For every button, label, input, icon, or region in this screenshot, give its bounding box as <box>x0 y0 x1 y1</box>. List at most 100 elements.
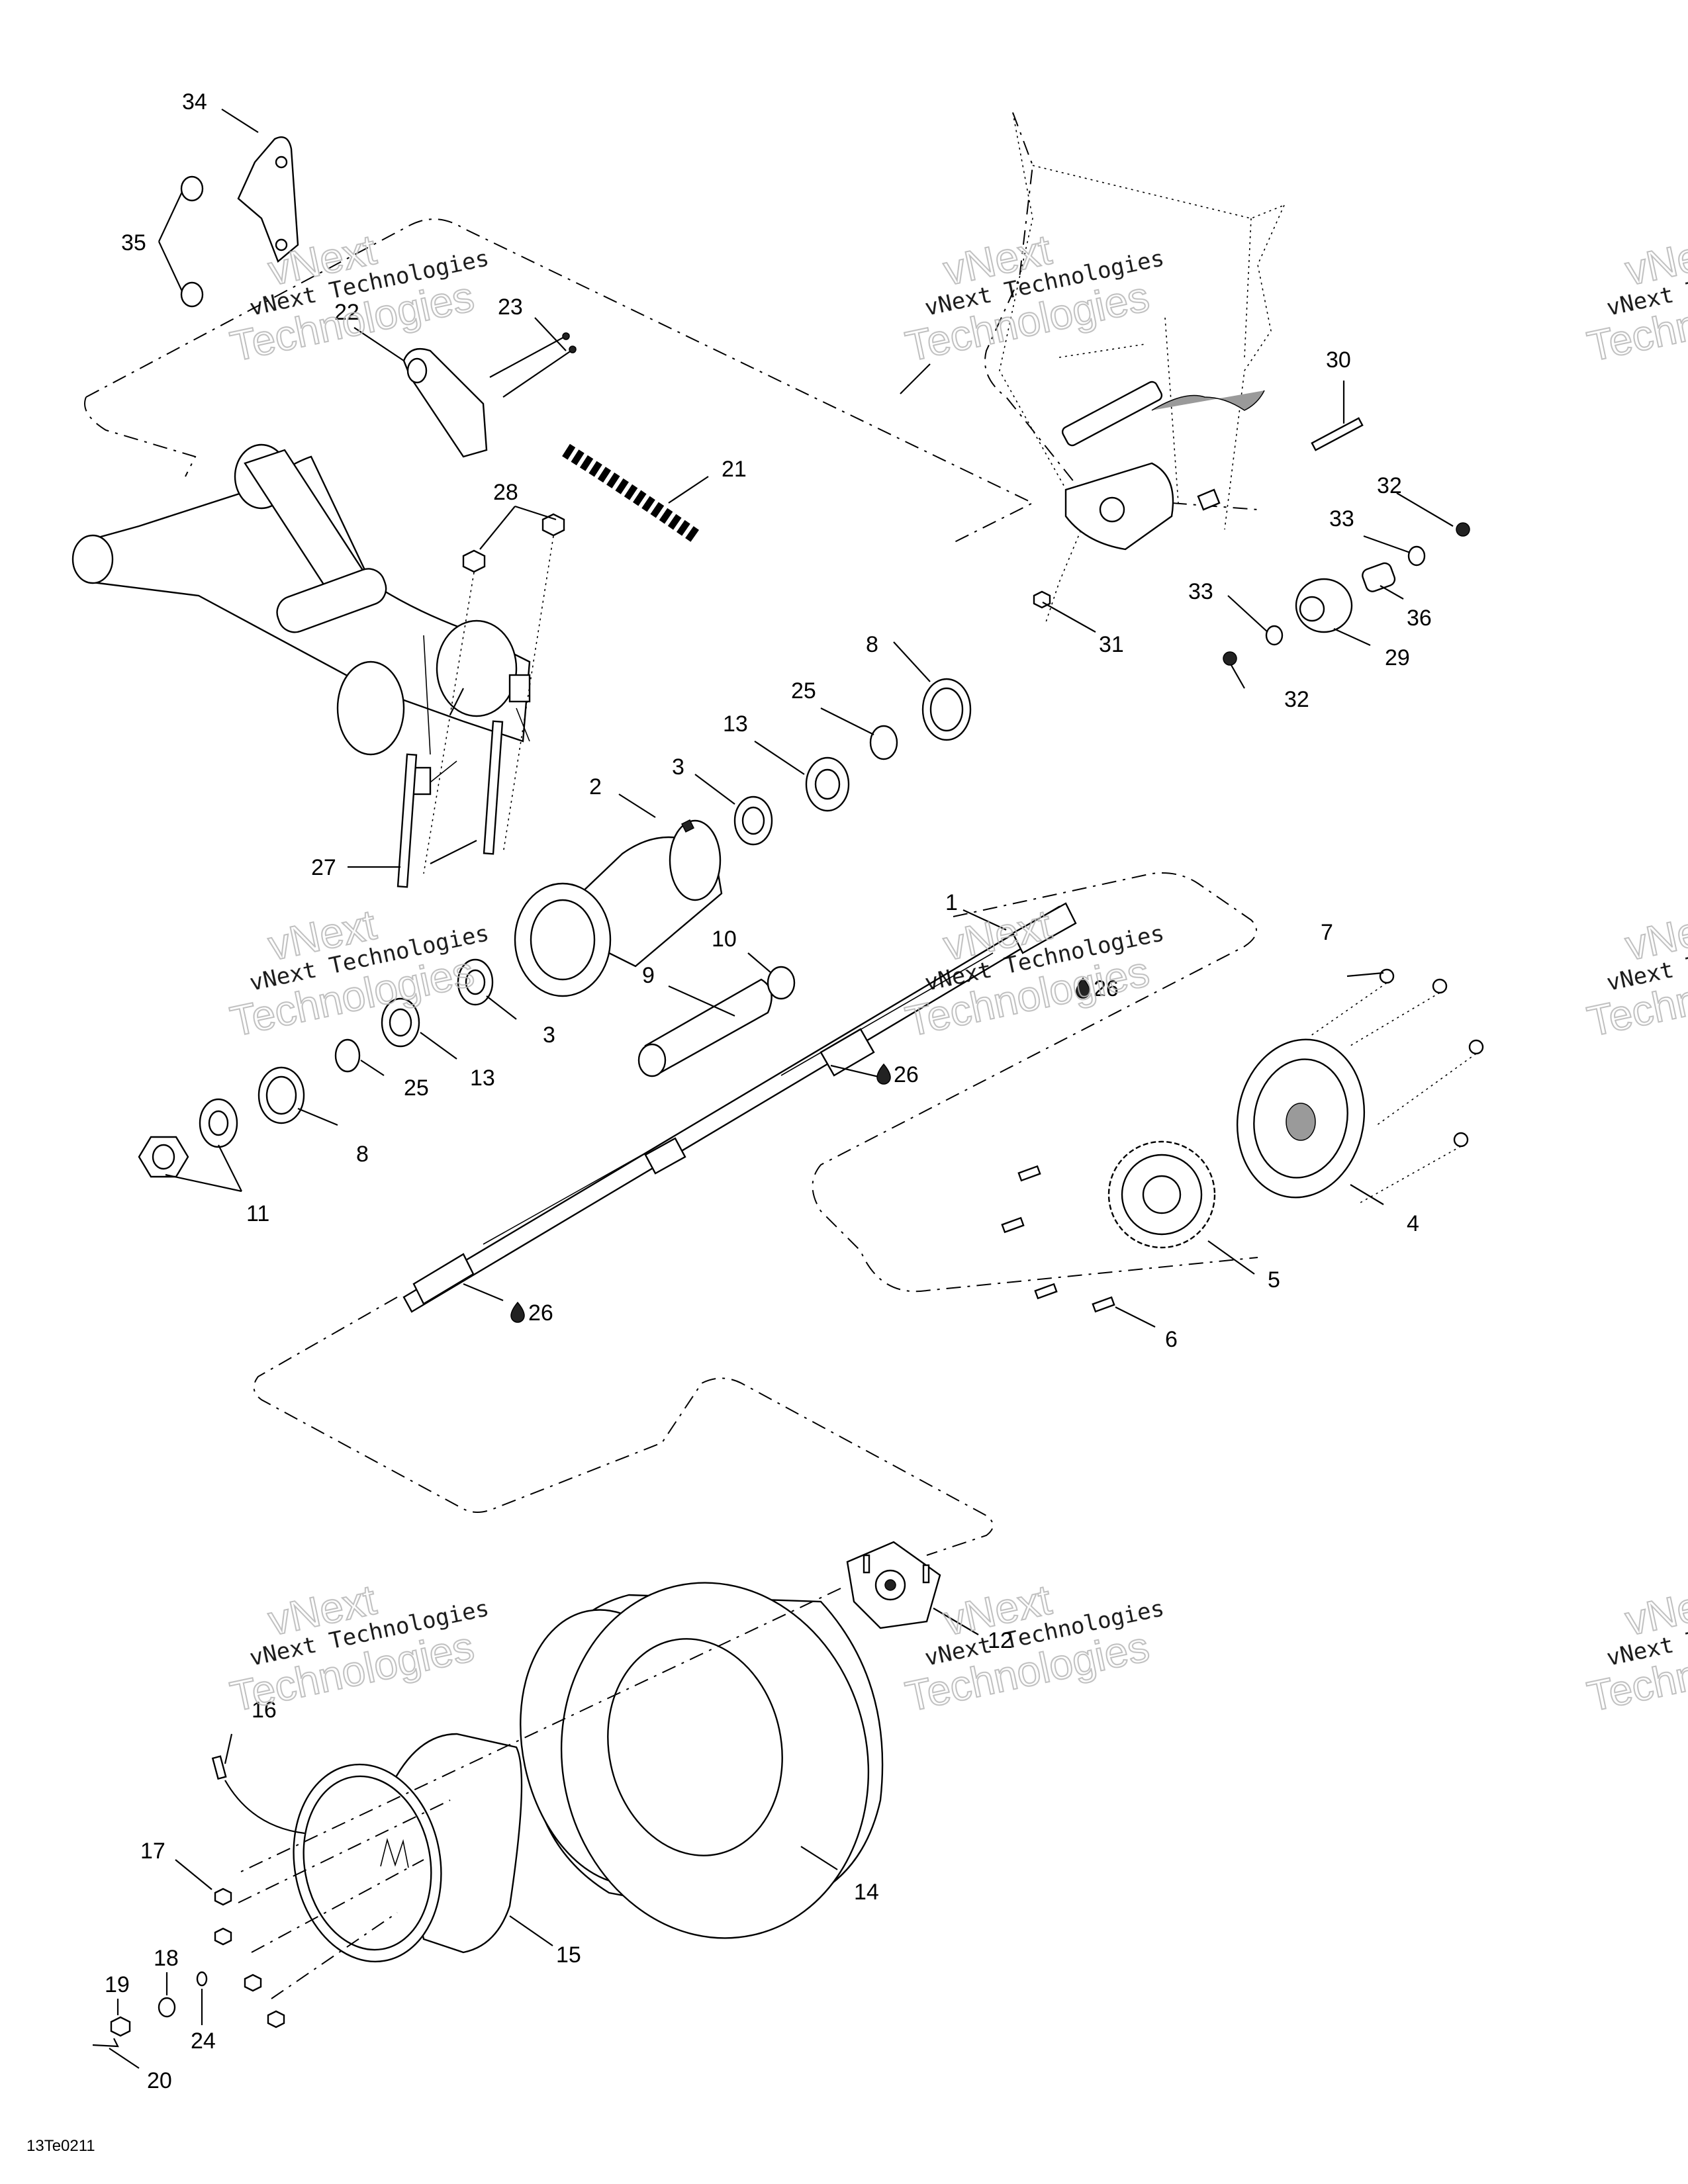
sprocket-5 <box>1107 1140 1216 1249</box>
watermark: vNext vNext Technologies Technologies <box>1583 900 1688 1046</box>
ring-10 <box>767 966 796 1000</box>
callout-27: 27 <box>311 855 336 880</box>
grease-drop-icons <box>510 977 1090 1323</box>
callout-3: 3 <box>543 1023 555 1048</box>
drop-icon <box>1076 977 1090 999</box>
callout-29: 29 <box>1385 645 1410 670</box>
callout-15: 15 <box>556 1942 581 1968</box>
seal-8-upper <box>921 678 972 741</box>
callout-21: 21 <box>722 457 747 482</box>
seal-8-lower <box>258 1066 305 1124</box>
seal-13-lower <box>381 997 420 1048</box>
spacers-35 <box>180 175 204 308</box>
nuts-32 <box>1223 522 1470 666</box>
frame-tube <box>1061 381 1163 447</box>
callout-33: 33 <box>1188 579 1213 604</box>
callout-33: 33 <box>1329 506 1354 531</box>
watermark: vNext vNext Technologies Technologies <box>1583 225 1688 371</box>
callout-22: 22 <box>334 300 359 325</box>
watermark: vNext vNext Technologies Technologies <box>901 225 1167 371</box>
axle-1 <box>402 902 1077 1313</box>
callout-26: 26 <box>894 1062 919 1087</box>
swingarm-pivot-left <box>71 534 114 584</box>
watermark: vNext vNext Technologies Technologies <box>901 900 1167 1046</box>
callout-14: 14 <box>854 1880 879 1905</box>
callout-34: 34 <box>182 89 207 114</box>
callout-16: 16 <box>252 1698 277 1723</box>
wheel-group-outline <box>253 1297 994 1556</box>
callout-36: 36 <box>1407 606 1432 631</box>
axle-spline-bottom <box>412 1253 475 1305</box>
seal-13-upper <box>805 756 850 812</box>
leader-lines <box>109 109 1454 2069</box>
watermark: vNext vNext Technologies Technologies <box>226 225 492 371</box>
bracket-34 <box>237 136 299 263</box>
callout-30: 30 <box>1326 347 1351 373</box>
wheel-stud-lines <box>238 1799 451 1999</box>
nuts-7 <box>1310 968 1484 1205</box>
nut-19 <box>110 2016 131 2037</box>
callout-2: 2 <box>589 774 602 799</box>
callout-7: 7 <box>1321 920 1333 945</box>
swingarm-slot <box>276 568 387 633</box>
callout-20: 20 <box>147 2068 172 2093</box>
sleeve-9 <box>637 978 773 1077</box>
sleeve-36 <box>1362 562 1396 592</box>
axle-collar <box>644 1137 686 1175</box>
callout-23: 23 <box>498 295 523 320</box>
callout-35: 35 <box>121 230 146 255</box>
callout-32: 32 <box>1377 473 1402 498</box>
axle-spline-top <box>1011 902 1077 954</box>
callout-10: 10 <box>712 927 737 952</box>
wheel-nuts-17 <box>214 1888 285 2028</box>
swingarm-assembly <box>71 443 531 796</box>
swingarm-group-outline <box>84 218 1035 543</box>
callout-26: 26 <box>528 1300 553 1326</box>
o-ring-25-upper <box>869 725 898 760</box>
wheel-hub-12 <box>846 1541 941 1629</box>
screws-23 <box>489 332 577 398</box>
callout-9: 9 <box>642 963 655 988</box>
bearing-3-upper <box>733 796 773 846</box>
axle-housing-right <box>436 619 518 717</box>
cotter-pin-20 <box>92 2038 119 2048</box>
bolts-27 <box>397 720 504 888</box>
callout-18: 18 <box>154 1946 179 1971</box>
drawing-code: 13Te0211 <box>26 2137 95 2155</box>
callout-31: 31 <box>1099 632 1124 657</box>
callout-5: 5 <box>1268 1267 1280 1293</box>
sprocket-hub-4 <box>1236 1038 1366 1199</box>
wheel-axis-line <box>238 1588 841 1874</box>
drop-icon <box>510 1301 525 1323</box>
callout-8: 8 <box>356 1142 369 1167</box>
chain-guard-22 <box>402 347 488 458</box>
callout-32: 32 <box>1284 687 1309 712</box>
o-ring-25-lower <box>334 1038 361 1073</box>
bolt-30 <box>1311 417 1364 451</box>
damper-29 <box>1295 578 1353 633</box>
callout-8: 8 <box>866 632 878 657</box>
valve-16 <box>211 1755 305 1835</box>
drop-icon <box>876 1063 891 1085</box>
drive-chain-21 <box>562 443 700 543</box>
callout-25: 25 <box>791 678 816 704</box>
callout-24: 24 <box>191 2028 216 2054</box>
callout-19: 19 <box>105 1972 130 1997</box>
adjuster-block-right <box>508 674 531 703</box>
tire-14 <box>520 1582 884 1939</box>
callout-1: 1 <box>945 890 958 915</box>
callout-26: 26 <box>1094 976 1119 1001</box>
callout-6: 6 <box>1165 1327 1178 1352</box>
nuts-28 <box>423 513 565 874</box>
callout-13: 13 <box>470 1066 495 1091</box>
axle-group-outline <box>812 872 1258 1293</box>
bearing-3-lower <box>457 958 494 1006</box>
watermarks: vNext vNext Technologies Technologies vN… <box>226 225 1688 1721</box>
callout-25: 25 <box>404 1075 429 1101</box>
watermark: vNext vNext Technologies Technologies <box>1583 1575 1688 1721</box>
callout-13: 13 <box>723 711 748 737</box>
assembly-outlines <box>84 112 1258 1556</box>
watermark: vNext vNext Technologies Technologies <box>226 1575 492 1721</box>
nuts-11 <box>138 1098 238 1178</box>
